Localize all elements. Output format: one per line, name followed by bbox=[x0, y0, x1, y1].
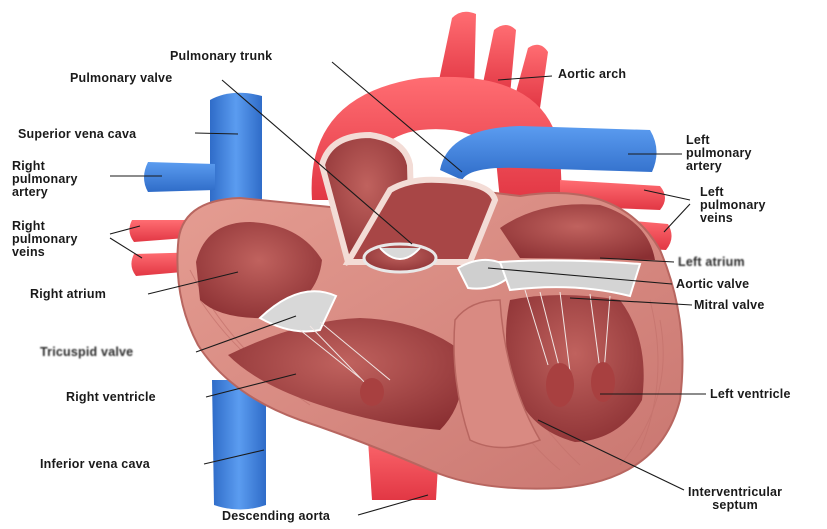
label-pulmonary-trunk: Pulmonary trunk bbox=[170, 50, 272, 63]
label-descending-aorta: Descending aorta bbox=[222, 510, 330, 523]
label-right-pulmonary-veins: Right pulmonary veins bbox=[12, 220, 78, 259]
label-mitral-valve: Mitral valve bbox=[694, 299, 765, 312]
right-pulmonary-artery bbox=[144, 162, 215, 192]
label-left-pulmonary-veins: Left pulmonary veins bbox=[700, 186, 766, 225]
label-superior-vena-cava: Superior vena cava bbox=[18, 128, 136, 141]
label-interventricular-septum: Interventricular septum bbox=[688, 486, 782, 512]
label-tricuspid-valve: Tricuspid valve bbox=[40, 346, 133, 359]
label-left-ventricle: Left ventricle bbox=[710, 388, 791, 401]
label-inferior-vena-cava: Inferior vena cava bbox=[40, 458, 150, 471]
label-right-ventricle: Right ventricle bbox=[66, 391, 156, 404]
label-aortic-arch: Aortic arch bbox=[558, 68, 626, 81]
label-left-atrium: Left atrium bbox=[678, 256, 745, 269]
label-right-pulmonary-artery: Right pulmonary artery bbox=[12, 160, 78, 199]
label-aortic-valve: Aortic valve bbox=[676, 278, 749, 291]
label-right-atrium: Right atrium bbox=[30, 288, 106, 301]
label-left-pulmonary-artery: Left pulmonary artery bbox=[686, 134, 752, 173]
label-pulmonary-valve: Pulmonary valve bbox=[70, 72, 172, 85]
